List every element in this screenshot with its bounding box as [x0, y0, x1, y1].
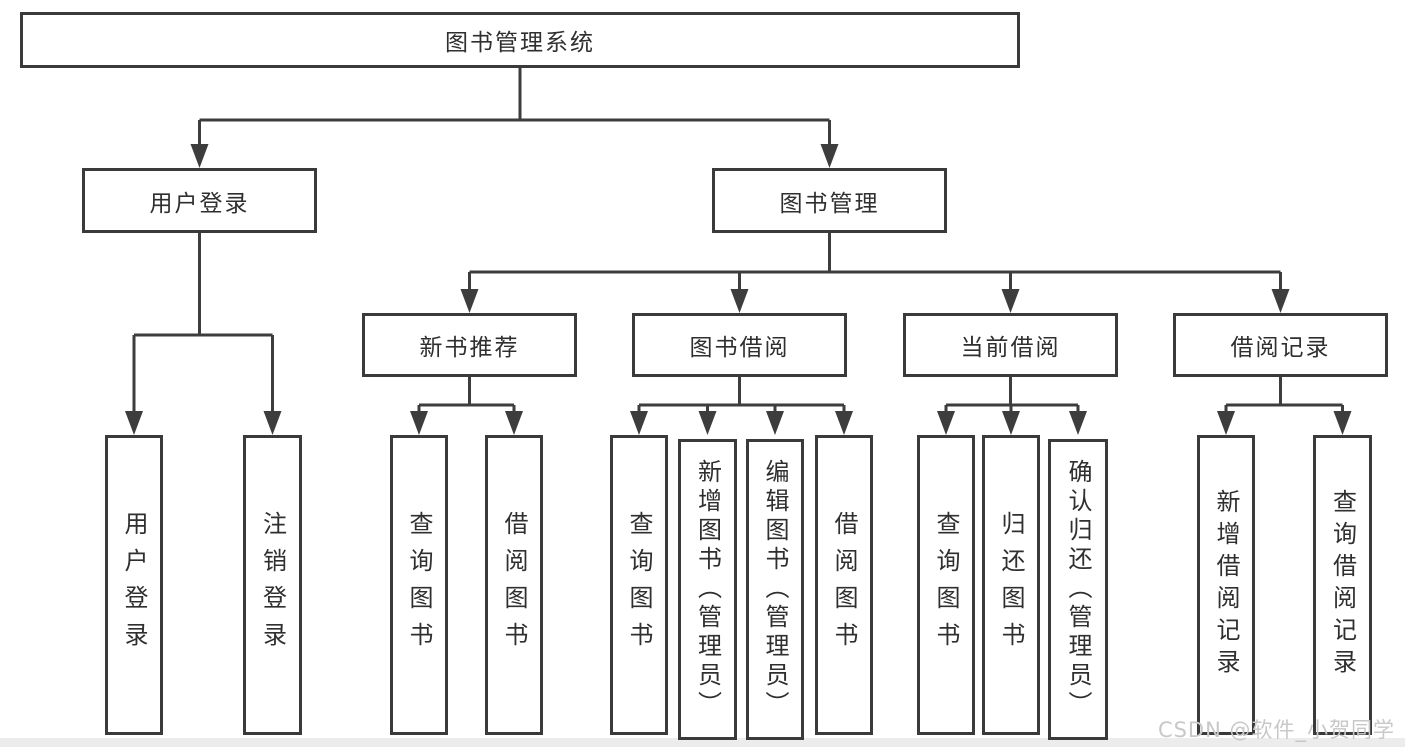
node-leaf-return-books: 归还图书 — [982, 435, 1040, 735]
node-leaf-query-books-nb: 查询图书 — [390, 435, 448, 735]
arrowhead-icon — [410, 411, 428, 435]
node-book-management: 图书管理 — [712, 168, 947, 233]
node-new-book-recommend: 新书推荐 — [362, 313, 577, 377]
node-root: 图书管理系统 — [20, 12, 1020, 68]
arrowhead-icon — [1333, 411, 1352, 435]
node-leaf-user-login: 用户登录 — [105, 435, 163, 735]
node-leaf-borrow-books-nb: 借阅图书 — [485, 435, 543, 735]
arrowhead-icon — [630, 411, 648, 435]
arrowhead-icon — [1217, 411, 1235, 435]
arrowhead-icon — [1002, 411, 1020, 435]
arrowhead-icon — [505, 411, 523, 435]
node-leaf-add-books-admin: 新增图书（管理员） — [678, 439, 737, 740]
node-leaf-confirm-return-admin: 确认归还（管理员） — [1048, 439, 1108, 740]
arrowhead-icon — [820, 144, 839, 168]
arrowhead-icon — [1069, 411, 1087, 435]
arrowhead-icon — [835, 411, 853, 435]
node-book-borrowing: 图书借阅 — [632, 313, 847, 377]
arrowhead-icon — [125, 411, 143, 435]
arrowhead-icon — [263, 411, 282, 435]
node-leaf-add-borrow-record: 新增借阅记录 — [1197, 435, 1255, 735]
node-leaf-query-books-cb: 查询图书 — [917, 435, 975, 735]
arrowhead-icon — [1001, 289, 1020, 313]
node-leaf-borrow-books-bb: 借阅图书 — [815, 435, 873, 735]
arrowhead-icon — [766, 411, 784, 435]
arrowhead-icon — [460, 289, 479, 313]
node-leaf-query-books-bb: 查询图书 — [610, 435, 668, 735]
node-user-login: 用户登录 — [82, 168, 317, 233]
arrowhead-icon — [730, 289, 749, 313]
arrowheads — [125, 144, 1352, 435]
csdn-watermark: CSDN @软件_小贺同学 — [1157, 718, 1395, 742]
arrowhead-icon — [937, 411, 955, 435]
node-leaf-query-borrow-record: 查询借阅记录 — [1313, 435, 1372, 735]
bottom-gray-strip — [0, 738, 1405, 747]
node-borrowing-records: 借阅记录 — [1173, 313, 1388, 377]
arrowhead-icon — [698, 411, 717, 435]
node-leaf-edit-books-admin: 编辑图书（管理员） — [746, 439, 804, 740]
node-leaf-logout: 注销登录 — [243, 435, 302, 735]
node-current-borrowing: 当前借阅 — [903, 313, 1118, 377]
arrowhead-icon — [1271, 289, 1290, 313]
arrowhead-icon — [190, 144, 209, 168]
